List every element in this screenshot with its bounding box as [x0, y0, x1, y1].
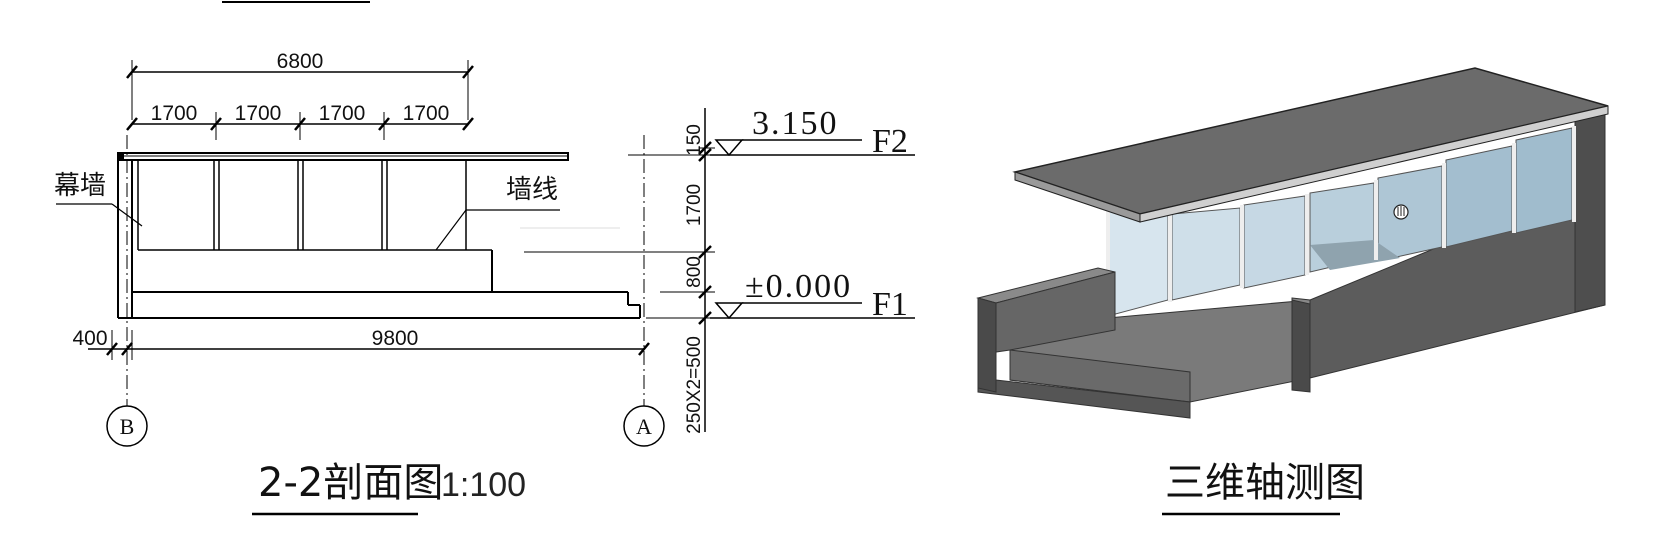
section-drawing: 6800 1700 1700 1700 1700: [54, 50, 915, 516]
grid-lines: [126, 135, 645, 408]
axo-back-wall-right: [1574, 107, 1606, 313]
axonometric-view: 三维轴测图: [976, 67, 1609, 516]
grid-bubble-b-label: B: [120, 414, 135, 439]
axo-left-parapet-face: [995, 271, 1116, 353]
dim-vert-1700: 1700: [684, 184, 705, 226]
grid-bubble-b: B: [106, 405, 148, 447]
elevation-f2-level: F2: [872, 123, 908, 160]
dim-bay-1: 1700: [151, 102, 198, 125]
grid-bubble-a-label: A: [636, 414, 652, 439]
dim-bottom-9800: 9800: [372, 327, 419, 350]
grid-bubble-a: A: [623, 405, 665, 447]
dim-bottom: 400 9800: [72, 327, 650, 360]
elevation-marker-f1: ±0.000 F1: [710, 268, 915, 323]
dim-bay-3: 1700: [319, 102, 366, 125]
dim-vert-500: 250X2=500: [684, 336, 705, 434]
axonometric-title: 三维轴测图: [1162, 460, 1365, 516]
elevation-f1-value: ±0.000: [745, 268, 852, 305]
label-curtain-wall: 幕墙: [54, 171, 143, 227]
dim-overall: 6800: [126, 50, 474, 120]
hand-cursor-icon: [1393, 204, 1409, 220]
axonometric-title-text: 三维轴测图: [1165, 460, 1365, 506]
dim-vert-800: 800: [684, 256, 705, 288]
section-title: 2-2剖面图 1:100: [252, 460, 526, 516]
wall-line-label: 墙线: [506, 175, 558, 205]
section-title-scale: 1:100: [441, 466, 526, 504]
curtain-wall-label: 幕墙: [54, 171, 106, 201]
axo-curtain-wall: [1106, 126, 1576, 318]
label-wall-line: 墙线: [435, 175, 560, 251]
dim-overall-label: 6800: [277, 50, 324, 73]
roof-slab: [117, 152, 569, 161]
axo-roof-edge-long: [1139, 105, 1609, 223]
dim-bay-2: 1700: [235, 102, 282, 125]
axo-right-parapet-face: [1291, 299, 1311, 393]
dim-vert-150: 150: [684, 124, 705, 156]
axo-left-parapet-side: [977, 297, 997, 393]
elevation-marker-f2: 3.150 F2: [710, 105, 915, 160]
dim-bottom-400: 400: [72, 327, 107, 350]
dim-vertical: 150 1700 800 250X2=500: [524, 108, 715, 434]
elevation-f1-level: F1: [872, 286, 908, 323]
building-section: [117, 160, 641, 319]
dim-bay-4: 1700: [403, 102, 450, 125]
elevation-f2-value: 3.150: [752, 105, 839, 142]
section-title-main: 2-2剖面图: [258, 460, 443, 506]
dim-bays: 1700 1700 1700 1700: [126, 102, 474, 140]
